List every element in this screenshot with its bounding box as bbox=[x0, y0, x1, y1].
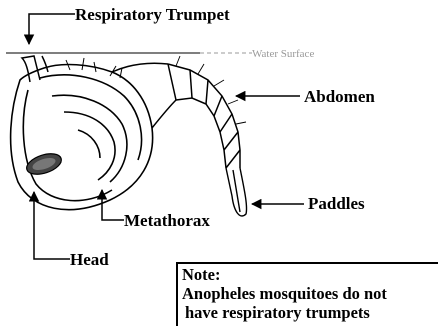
paddles-label: Paddles bbox=[308, 194, 365, 213]
head-callout bbox=[34, 192, 70, 259]
note-line-1: Anopheles mosquitoes do not bbox=[182, 284, 438, 303]
head-label: Head bbox=[70, 250, 109, 269]
note-heading: Note: bbox=[182, 265, 438, 284]
pupa-eye bbox=[24, 150, 64, 178]
abdomen-label: Abdomen bbox=[304, 87, 375, 106]
pupa-abdomen bbox=[112, 63, 240, 168]
water-surface-label: Water Surface bbox=[252, 48, 314, 60]
respiratory-trumpet-label: Respiratory Trumpet bbox=[75, 5, 230, 24]
pupa-cephalothorax bbox=[11, 65, 153, 210]
respiratory-trumpet-callout bbox=[29, 14, 75, 44]
pupa-paddles bbox=[226, 168, 247, 216]
note-box: Note: Anopheles mosquitoes do not have r… bbox=[176, 262, 438, 326]
abdomen-hairs bbox=[176, 56, 246, 124]
metathorax-label: Metathorax bbox=[124, 211, 210, 230]
respiratory-trumpet-shape bbox=[22, 56, 48, 82]
note-line-2: have respiratory trumpets bbox=[182, 303, 438, 322]
